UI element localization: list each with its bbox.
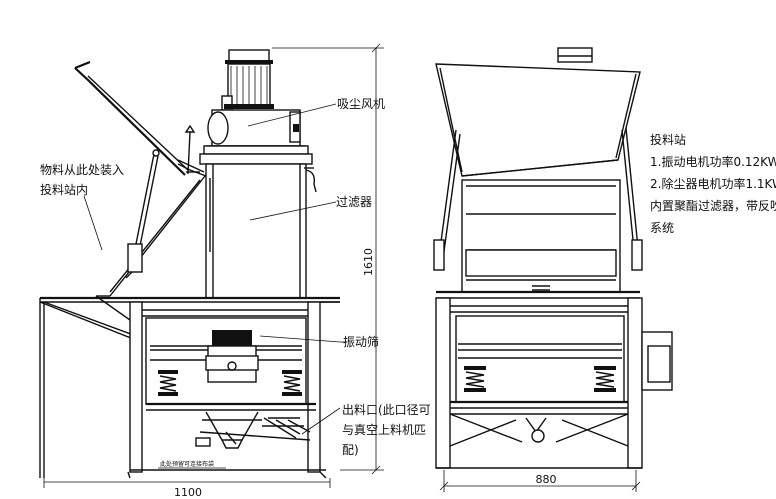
filter-label: 过滤器 — [336, 195, 372, 209]
spring-right — [282, 370, 302, 396]
filter-body — [205, 163, 317, 299]
height-dimension: 1610 — [362, 248, 375, 276]
fan-motor — [221, 49, 274, 111]
side-view: 1610 1100 此处预留可连接布袋 — [39, 43, 384, 499]
inlet-label-line2: 投料站内 — [40, 182, 88, 197]
inlet-label-line1: 物料从此处装入 — [40, 163, 124, 177]
spec-line4: 系统 — [650, 221, 674, 235]
dim-height — [272, 43, 384, 475]
spec-line1: 1.振动电机功率0.12KW — [650, 154, 776, 169]
spring-left — [158, 370, 178, 396]
outlet-label-line1: 出料口(此口径可 — [342, 403, 431, 417]
support-frame — [39, 296, 340, 479]
fan-housing — [199, 109, 313, 165]
width-side-dimension: 1100 — [174, 486, 202, 499]
outlet-funnel — [195, 411, 311, 449]
spec-title: 投料站 — [650, 132, 686, 147]
outlet-label-line2: 与真空上料机匹 — [342, 423, 426, 437]
screen-label: 振动筛 — [343, 334, 379, 349]
front-view — [433, 47, 673, 469]
opened-lid — [74, 60, 211, 279]
outlet-label-line3: 配) — [342, 443, 359, 457]
width-front-dimension: 880 — [536, 473, 557, 486]
fan-label: 吸尘风机 — [337, 97, 385, 111]
hopper — [95, 159, 207, 321]
spec-line2: 2.除尘器电机功率1.1KW — [650, 176, 776, 191]
small-note: 此处预留可连接布袋 — [160, 460, 214, 468]
spec-block: 投料站 1.振动电机功率0.12KW 2.除尘器电机功率1.1KW 内置聚酯过滤… — [650, 132, 776, 235]
spec-line3: 内置聚酯过滤器，带反吹 — [650, 199, 776, 213]
vibrating-screen — [145, 317, 316, 411]
dim-width-front — [439, 470, 641, 492]
dim-width-side — [43, 478, 331, 488]
